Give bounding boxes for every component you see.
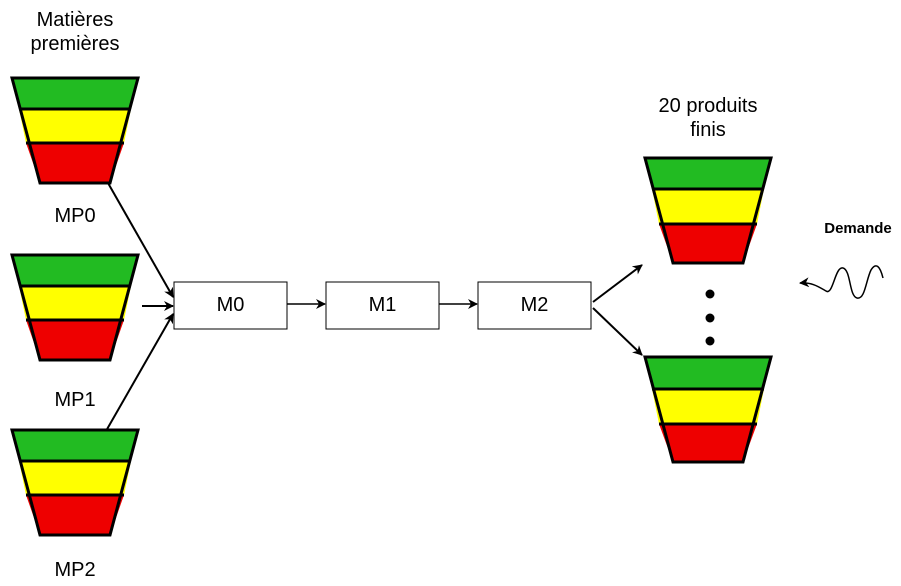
finished-products-title-line1: 20 produits	[658, 95, 758, 117]
tank-mp1-level-low	[26, 320, 124, 360]
raw-materials-title: Matières premières	[0, 8, 150, 56]
tank-finished-bottom-level-low	[659, 424, 757, 462]
tank-mp0-level-mid	[19, 109, 131, 143]
tank-mp2-level-mid	[19, 461, 131, 495]
machine-label-m2: M2	[520, 294, 549, 316]
tank-mp1-level-mid	[19, 286, 131, 320]
tank-finished-top-level-low	[659, 224, 757, 263]
demand-wave-icon	[799, 265, 884, 299]
tank-finished-bottom	[643, 355, 773, 464]
tank-mp2	[10, 428, 140, 537]
ellipsis-dots	[705, 289, 715, 346]
arrow-mp2-to-m0	[105, 313, 174, 432]
tank-finished-bottom-level-mid	[652, 389, 764, 424]
tank-mp1-level-high	[12, 255, 138, 286]
arrow-m2-to-finished-bottom	[592, 307, 643, 356]
tank-mp2-level-high	[12, 430, 138, 461]
tank-finished-top	[643, 156, 773, 265]
machine-label-m0: M0	[216, 294, 245, 316]
tank-finished-top-level-high	[645, 158, 771, 189]
machine-box-m2	[477, 281, 592, 330]
tank-finished-top-outline	[643, 156, 773, 265]
label-mp2: MP2	[54, 559, 96, 581]
label-mp1: MP1	[54, 389, 96, 411]
raw-materials-title-line1: Matières	[36, 9, 114, 31]
machine-label-m1: M1	[368, 294, 397, 316]
tank-mp0-level-low	[26, 143, 124, 183]
arrow-mp0-to-m0	[107, 182, 174, 298]
arrow-m2-to-finished-top	[592, 264, 643, 303]
raw-materials-title-line2: premières	[30, 33, 120, 55]
machine-box-m1	[325, 281, 440, 330]
tank-mp2-outline	[10, 428, 140, 537]
tank-mp0-outline	[10, 76, 140, 185]
tank-mp2-level-low	[26, 495, 124, 535]
tank-finished-bottom-level-high	[645, 357, 771, 389]
label-mp0: MP0	[54, 205, 96, 227]
demand-label: Demande	[824, 220, 892, 237]
tank-mp0-level-high	[12, 78, 138, 109]
tank-mp0	[10, 76, 140, 185]
machine-box-m0	[173, 281, 288, 330]
tank-finished-bottom-outline	[643, 355, 773, 464]
tank-mp1-outline	[10, 253, 140, 362]
tank-finished-top-level-mid	[652, 189, 764, 224]
tank-mp1	[10, 253, 140, 362]
finished-products-title: 20 produits finis	[628, 94, 788, 142]
finished-products-title-line2: finis	[690, 119, 726, 141]
